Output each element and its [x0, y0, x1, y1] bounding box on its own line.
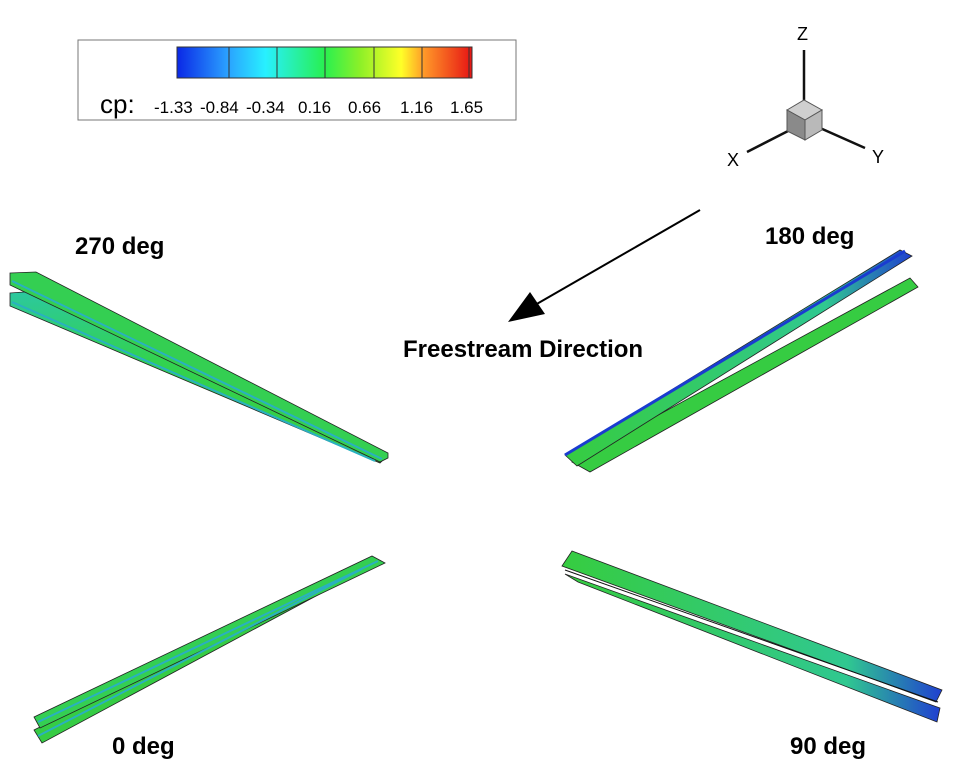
legend-variable: cp:: [100, 89, 135, 119]
axis-triad: Z X Y: [727, 24, 884, 170]
freestream-arrow: [508, 209, 701, 322]
blade-label-180: 180 deg: [765, 223, 854, 250]
legend-tick: -0.34: [246, 98, 285, 117]
legend-tick: -0.84: [200, 98, 239, 117]
legend-tick: 1.65: [450, 98, 483, 117]
axis-y-label: Y: [872, 147, 884, 167]
axis-z-label: Z: [797, 24, 808, 44]
blade-label-270: 270 deg: [75, 233, 164, 260]
blade-0: [33, 555, 386, 744]
legend-tick: 0.16: [298, 98, 331, 117]
legend-tick: -1.33: [154, 98, 193, 117]
freestream-label: Freestream Direction: [403, 336, 643, 363]
blade-90: [561, 550, 943, 723]
blade-270: [9, 271, 389, 464]
colorbar-legend: cp: -1.33 -0.84 -0.34 0.16 0.66 1.16 1.6…: [77, 39, 517, 121]
blade-180: [564, 249, 919, 473]
blade-label-0: 0 deg: [112, 733, 175, 760]
legend-tick: 0.66: [348, 98, 381, 117]
legend-tick: 1.16: [400, 98, 433, 117]
blade-label-90: 90 deg: [790, 733, 866, 760]
axis-x-label: X: [727, 150, 739, 170]
